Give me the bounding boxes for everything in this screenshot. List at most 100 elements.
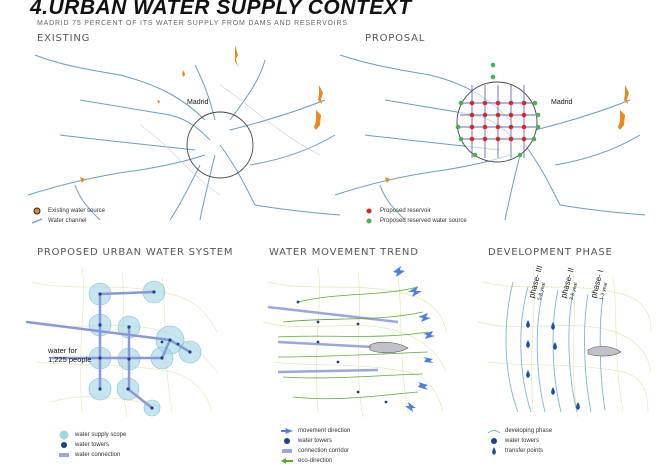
phase-heading: DEVELOPMENT PHASE <box>488 247 613 258</box>
legend-item: connection corridor <box>280 446 350 456</box>
proposed-reservoir <box>521 100 527 106</box>
legend-item: Water channel <box>30 216 105 226</box>
proposed-reservoir <box>495 136 501 142</box>
transfer-point <box>526 340 530 348</box>
water-tower <box>168 338 172 342</box>
water-tower <box>356 390 360 394</box>
water-tower <box>316 320 320 324</box>
proposed-reserved-source <box>535 124 541 130</box>
water-tower <box>150 406 154 410</box>
transfer-point <box>576 402 580 410</box>
connection-corridor <box>277 368 379 374</box>
blue-bar-icon <box>57 452 71 458</box>
road <box>219 84 321 156</box>
connection-corridor <box>267 305 399 324</box>
water-source <box>235 45 238 67</box>
proposed-reserved-source <box>517 152 523 158</box>
proposed-reservoir <box>508 100 514 106</box>
corridor-set <box>267 305 399 374</box>
legend-item: water connection <box>57 450 126 460</box>
river <box>74 184 101 221</box>
developing-phase <box>505 281 519 413</box>
developing-phase <box>584 293 592 413</box>
water-tower <box>160 340 164 344</box>
existing-heading: EXISTING <box>37 33 91 44</box>
transfer-point <box>526 370 530 378</box>
river <box>34 54 206 121</box>
water-source <box>385 177 390 183</box>
proposal-legend: Proposed reservoir Proposed reserved wat… <box>362 206 467 226</box>
reservoir-set <box>455 62 541 158</box>
drop-icon <box>487 447 501 455</box>
movement-direction <box>405 402 416 412</box>
legend-label: eco-direction <box>298 458 333 464</box>
legend-item: transfer points <box>487 446 552 456</box>
legend-item: Proposed reservoir <box>362 206 467 216</box>
legend-label: transfer points <box>505 448 544 454</box>
proposed-reservoir <box>469 112 475 118</box>
water-tower <box>127 357 131 361</box>
proposed-reservoir <box>469 100 475 106</box>
legend-label: water towers <box>505 438 540 444</box>
transfer-point <box>551 322 555 330</box>
navy-dot-icon <box>280 437 294 445</box>
river <box>199 154 216 221</box>
legend-item: eco-direction <box>280 456 350 466</box>
river <box>169 164 201 221</box>
existing-legend: Existing water source Water channel <box>30 206 105 226</box>
water-source <box>618 110 625 130</box>
connection-corridor <box>277 340 374 349</box>
legend-item: water towers <box>280 436 350 446</box>
green-arrow-icon <box>280 458 294 464</box>
eco-direction <box>282 373 424 379</box>
blue-arrow-icon <box>280 428 294 434</box>
tower-set <box>98 290 192 410</box>
eco-direction <box>277 331 429 338</box>
proposed-reserved-source <box>472 152 478 158</box>
navy-dot-icon <box>57 441 71 449</box>
river <box>504 154 521 221</box>
water-connection <box>160 338 172 360</box>
proposed-reservoir <box>508 136 514 142</box>
proposed-reserved-source <box>490 74 496 80</box>
proposed-reservoir <box>508 112 514 118</box>
proposed-reserved-source <box>535 112 541 118</box>
legend-item: Existing water source <box>30 206 105 216</box>
water-source <box>318 85 323 104</box>
water-connection <box>98 290 156 296</box>
proposed-reservoir <box>495 112 501 118</box>
water-tower <box>98 323 102 327</box>
water-tower <box>336 360 340 364</box>
red-dot-icon <box>362 208 376 214</box>
movement-direction <box>423 357 434 363</box>
legend-label: Proposed reserved water source <box>380 218 467 224</box>
proposal-city-label: Madrid <box>551 99 573 106</box>
eco-set <box>277 286 429 400</box>
legend-item: water supply scope <box>57 430 126 440</box>
movement-direction <box>408 286 422 297</box>
proposed-reserved-source <box>490 62 496 68</box>
water-tower <box>296 300 300 304</box>
water-tower <box>127 325 131 329</box>
eco-direction <box>292 391 419 400</box>
water-source <box>157 100 160 104</box>
legend-label: developing phase <box>505 428 553 434</box>
page-title: 4.URBAN WATER SUPPLY CONTEXT <box>30 0 412 19</box>
phase-map <box>473 262 653 422</box>
population-note: water for 1,225 people <box>48 346 91 364</box>
water-source <box>182 70 185 77</box>
river <box>59 134 196 151</box>
legend-item: developing phase <box>487 426 552 436</box>
legend-label: movement direction <box>298 428 351 434</box>
city-core <box>587 346 622 357</box>
proposed-reservoir <box>508 124 514 130</box>
water-tower <box>98 387 102 391</box>
river <box>27 154 206 196</box>
note-line: 1,225 people <box>48 355 92 364</box>
legend-label: water connection <box>75 452 121 458</box>
river <box>379 184 406 221</box>
river <box>229 59 266 121</box>
proposed-reserved-source <box>455 124 461 130</box>
developing-phase <box>568 291 578 413</box>
developing-phase <box>520 286 532 413</box>
